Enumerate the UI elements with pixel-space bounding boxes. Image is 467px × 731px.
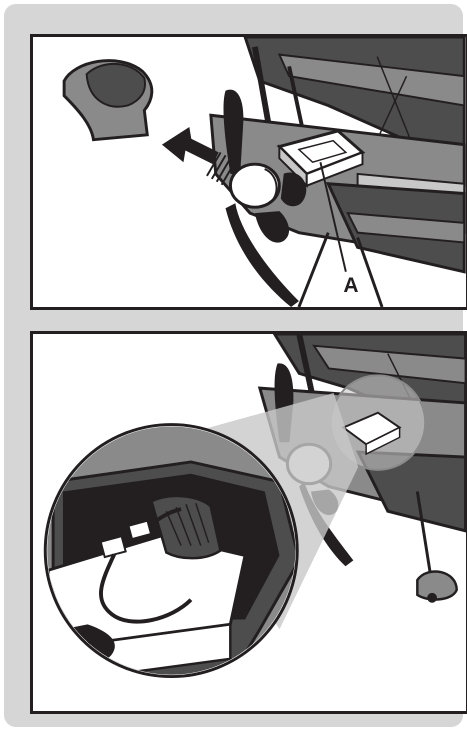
wheel: [427, 593, 437, 603]
battery-connector-illustration: [33, 334, 466, 711]
wheel-pant: [417, 571, 456, 599]
callout-label-a: A: [339, 275, 363, 297]
biplane-hatch-removal-illustration: [33, 37, 466, 307]
landing-gear-strut: [299, 233, 328, 307]
illustration-frame: A: [4, 4, 463, 727]
battery-connector-detail-panel: [30, 331, 467, 714]
remove-canopy-hatch-panel: A: [30, 34, 467, 310]
removal-arrow: [162, 127, 219, 164]
